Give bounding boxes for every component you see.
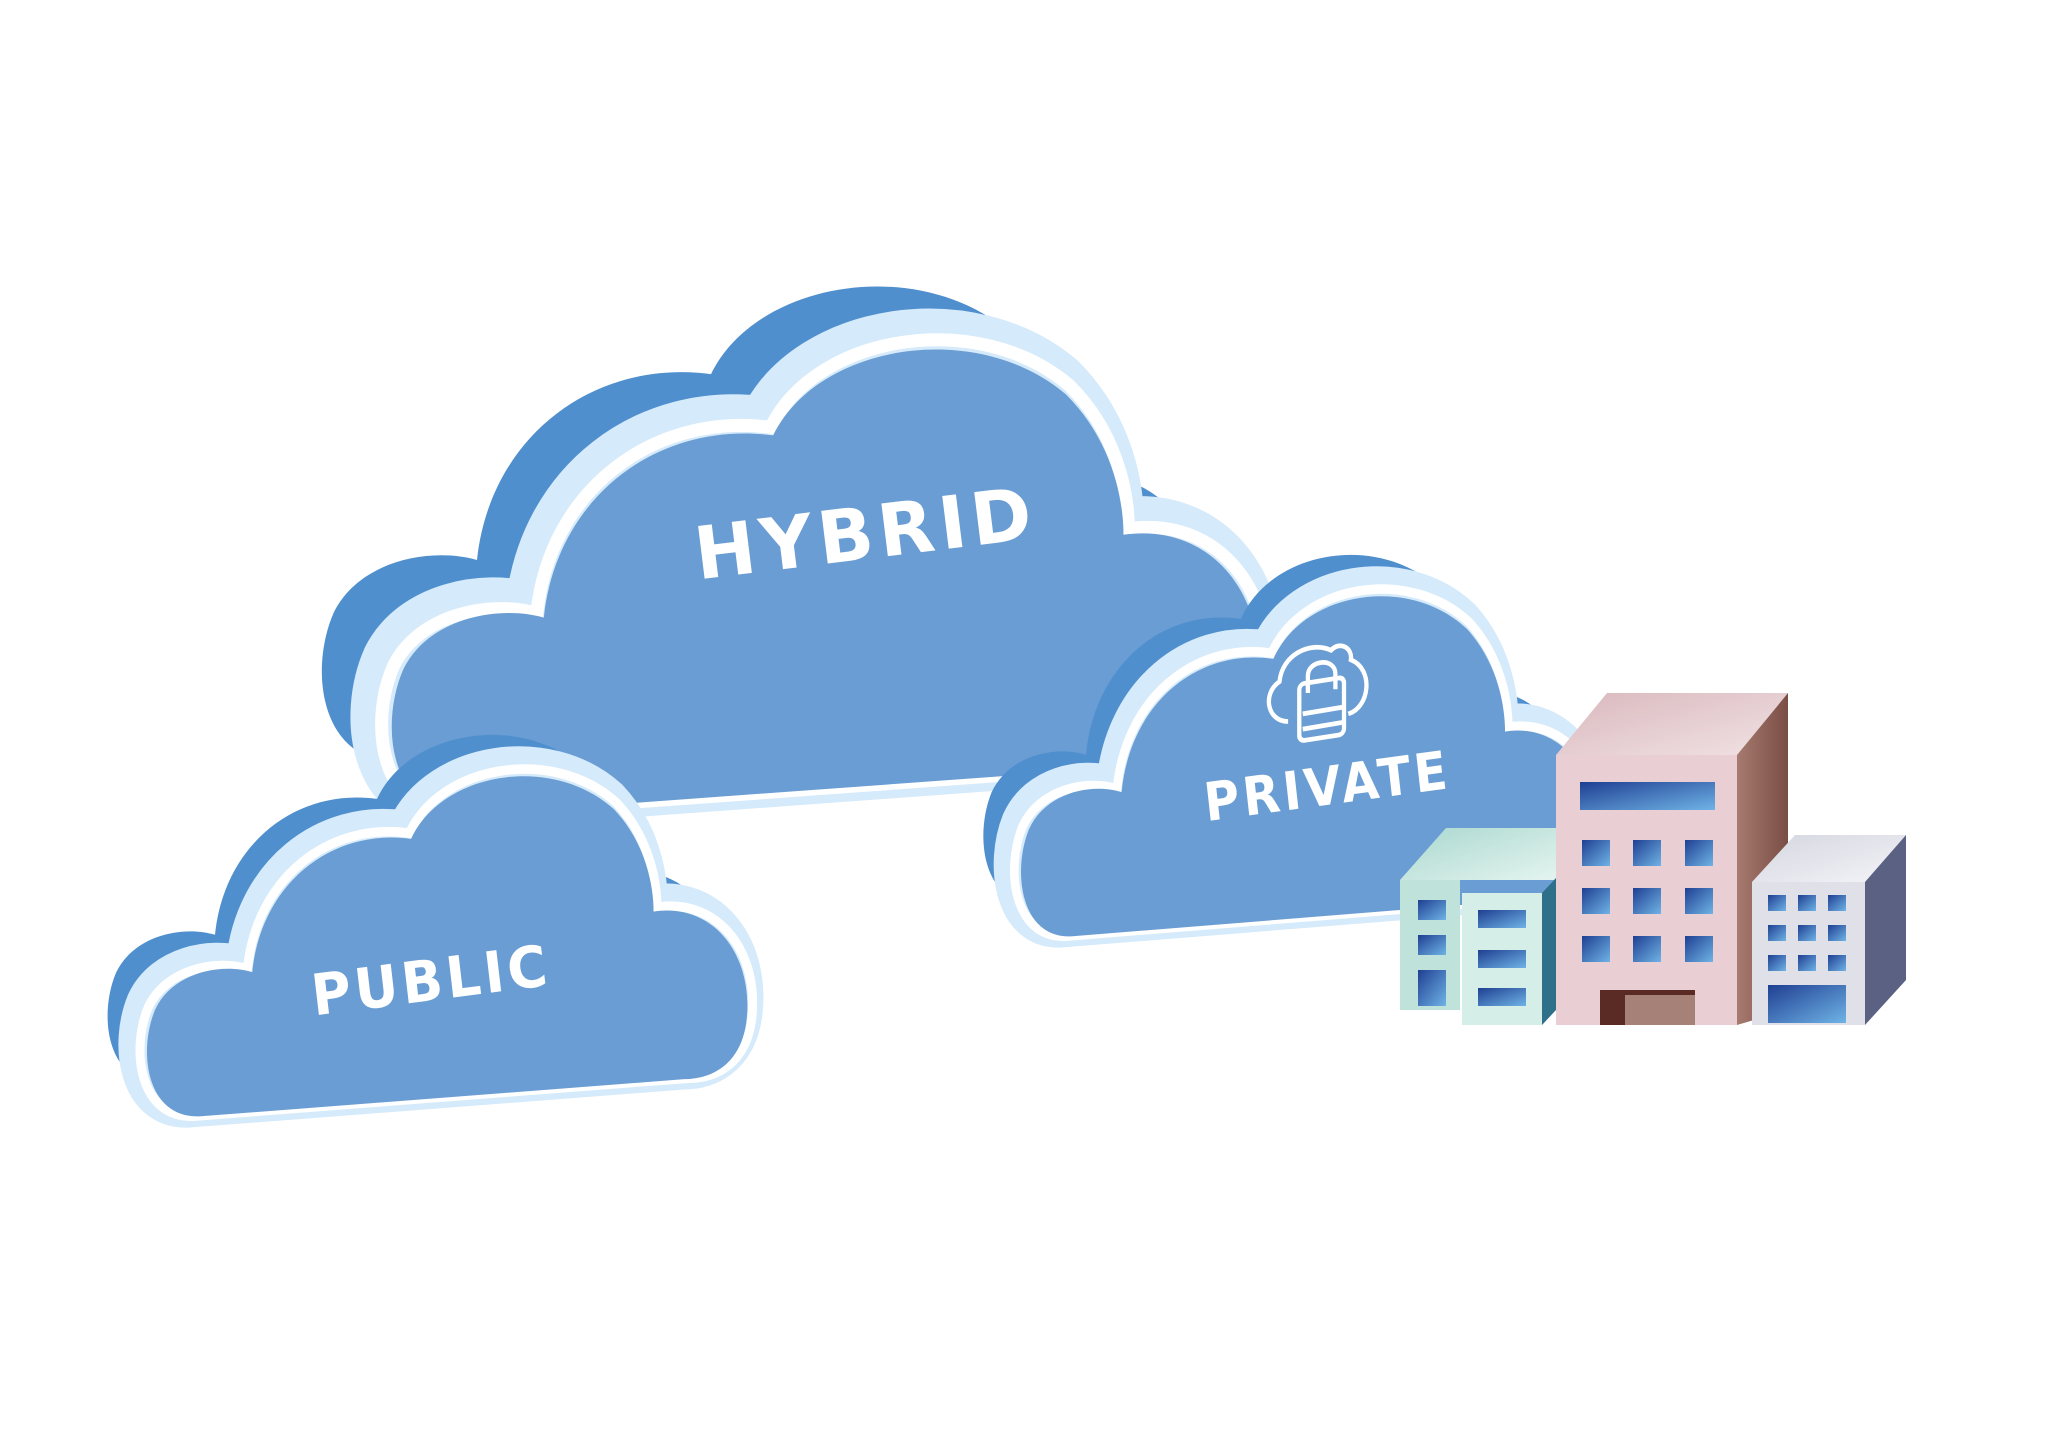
private-cloud: PRIVATE — [983, 554, 1599, 937]
cloud-lock-icon — [1266, 643, 1369, 743]
public-cloud: PUBLIC — [107, 734, 753, 1117]
office-buildings-icon — [1400, 693, 1906, 1025]
hybrid-cloud: HYBRID — [321, 286, 1267, 815]
